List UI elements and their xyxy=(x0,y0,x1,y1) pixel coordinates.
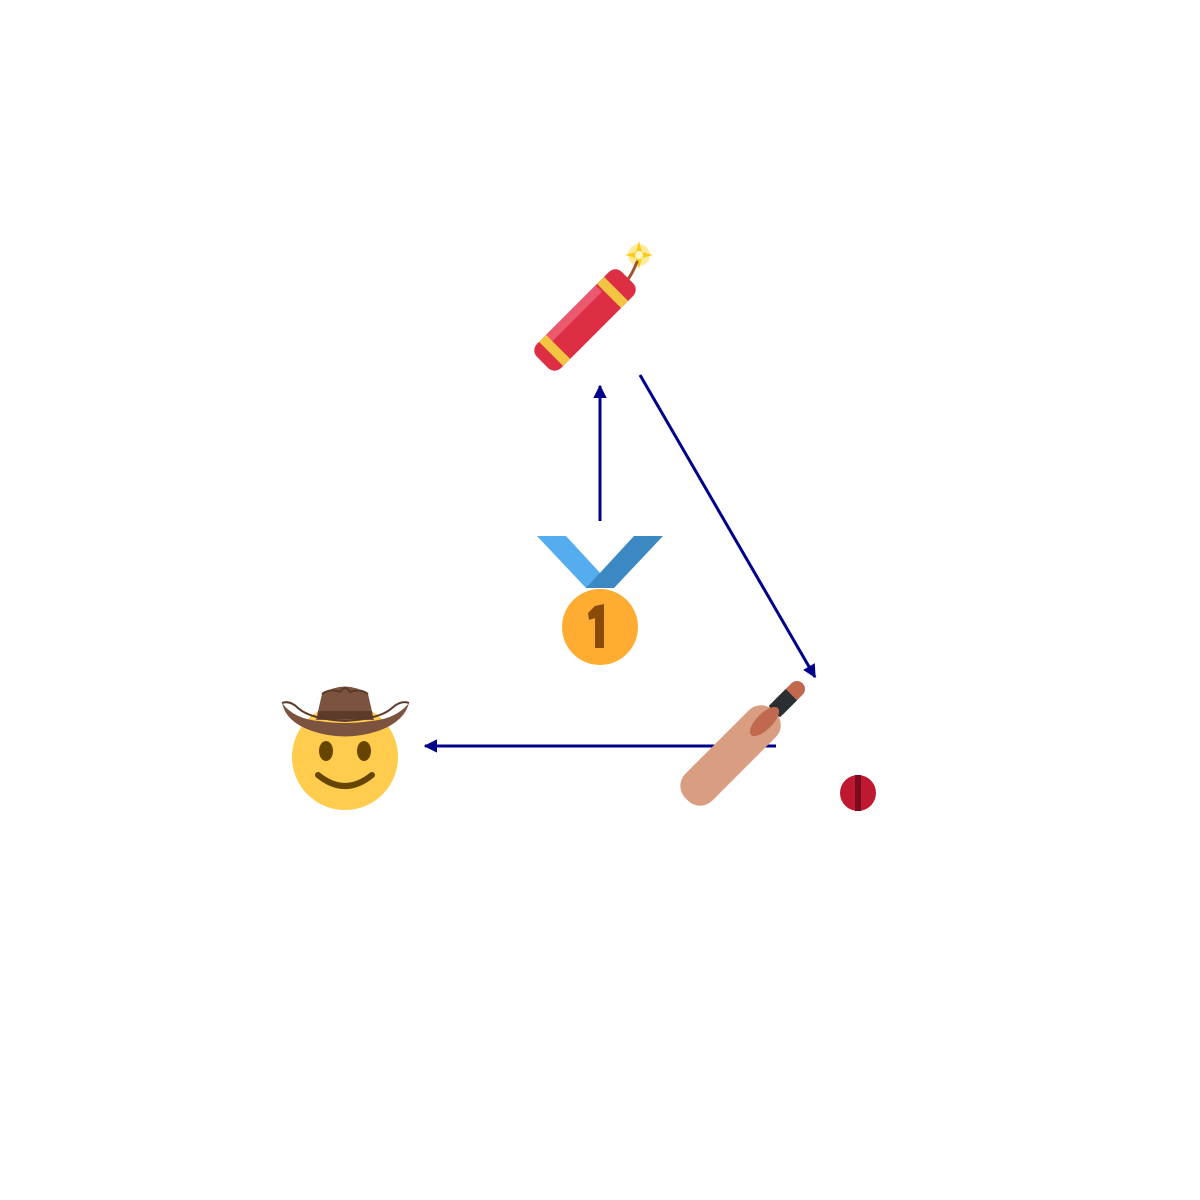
edge-firecracker-to-cricket xyxy=(638,374,817,679)
cowboy-hat-face-icon xyxy=(281,686,410,810)
cricket-bat-and-ball-icon xyxy=(680,681,876,811)
first-place-medal-icon xyxy=(537,536,663,665)
firecracker-icon xyxy=(534,241,653,371)
